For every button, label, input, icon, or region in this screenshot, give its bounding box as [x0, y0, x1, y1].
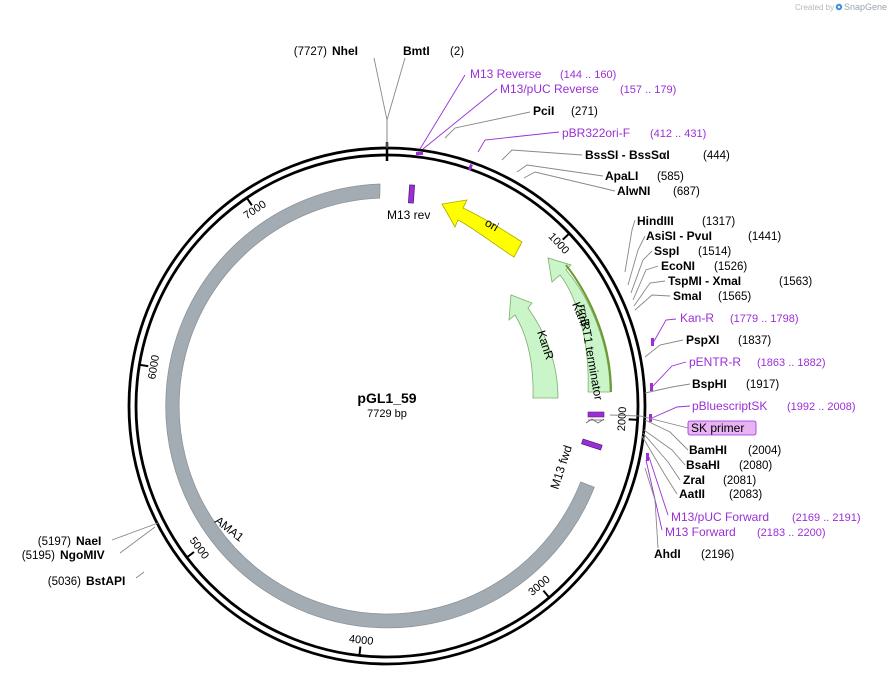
primer-labels: M13 Reverse (144 .. 160) M13/pUC Reverse…: [470, 67, 861, 539]
tick-label-5000: 5000: [187, 535, 211, 562]
site-aatii-coord: (2083): [729, 489, 762, 501]
snapgene-brand-text: SnapGene: [844, 2, 887, 12]
kanr-green-edge-line: [565, 264, 612, 393]
primer-m13-puc-forward-coord: (2169 .. 2191): [792, 512, 861, 524]
primer-m13-puc-reverse[interactable]: M13/pUC Reverse: [500, 82, 599, 96]
restriction-sites-left: (7727) NheI (5197) NaeI (5195) NgoMIV (5…: [22, 44, 358, 588]
site-aatii[interactable]: AatII: [679, 487, 705, 501]
tick-mark-3000: [542, 590, 550, 599]
site-bsphi-coord: (1917): [746, 379, 779, 391]
tick-mark-1000: [562, 232, 570, 241]
site-bsahi-coord: (2080): [739, 460, 772, 472]
site-pspxi[interactable]: PspXI: [686, 333, 719, 347]
site-naei[interactable]: NaeI: [76, 534, 101, 548]
site-zrai[interactable]: ZraI: [683, 473, 705, 487]
primer-pbr322ori-f-coord: (412 .. 431): [650, 128, 706, 140]
site-bamhi-coord: (2004): [748, 445, 781, 457]
site-tspmi[interactable]: TspMI - XmaI: [668, 274, 741, 288]
primer-kan-r[interactable]: Kan-R: [680, 311, 714, 325]
m13-rev-label: M13 rev: [387, 208, 430, 222]
site-pspxi-coord: (1837): [738, 335, 771, 347]
primer-marks: [416, 152, 654, 461]
leader-lines: [111, 57, 691, 579]
site-asisi[interactable]: AsiSI - PvuI: [646, 229, 712, 243]
tick-label-6000: 6000: [146, 354, 162, 380]
site-asisi-coord: (1441): [748, 231, 781, 243]
site-naei-coord: (5197): [38, 536, 71, 548]
site-ahdi[interactable]: AhdI: [654, 547, 681, 561]
site-smai[interactable]: SmaI: [673, 289, 702, 303]
primer-m13-puc-reverse-coord: (157 .. 179): [620, 84, 676, 96]
site-bstapi-coord: (5036): [48, 576, 81, 588]
primer-pentr-r-coord: (1863 .. 1882): [757, 357, 826, 369]
snapgene-logo-icon: [835, 3, 843, 11]
backbone-inner-circle: [134, 153, 640, 659]
site-sspi[interactable]: SspI: [654, 244, 679, 258]
m13-fwd-label: M13 fwd: [548, 443, 575, 490]
sk-primer-highlight[interactable]: SK primer: [687, 420, 757, 436]
primer-m13-reverse[interactable]: M13 Reverse: [470, 67, 542, 81]
tick-label-3000: 3000: [526, 574, 552, 599]
site-pcii[interactable]: PciI: [533, 104, 554, 118]
site-zrai-coord: (2081): [723, 475, 756, 487]
site-bsahi[interactable]: BsaHI: [686, 458, 720, 472]
site-apali-coord: (585): [657, 171, 684, 183]
site-hindiii-coord: (1317): [702, 216, 735, 228]
plasmid-size: 7729 bp: [367, 408, 407, 420]
tick-mark-5000: [186, 551, 195, 559]
primer-m13-reverse-coord: (144 .. 160): [560, 69, 616, 81]
site-bmti-coord: (2): [450, 46, 464, 58]
site-nhei-coord: (7727): [294, 46, 327, 58]
sk-primer-label: SK primer: [691, 421, 744, 435]
tick-mark-7000: [245, 197, 253, 206]
backbone-outer-circle: [127, 146, 647, 666]
site-alwni[interactable]: AlwNI: [617, 184, 650, 198]
site-tspmi-coord: (1563): [779, 276, 812, 288]
tick-mark-4000: [358, 646, 362, 656]
tick-label-2000: 2000: [616, 406, 629, 431]
site-econi-coord: (1526): [714, 261, 747, 273]
restriction-sites-right: BmtI (2) PciI (271) BssSI - BssSαI (444)…: [403, 44, 812, 561]
ori-feature-arrow[interactable]: [441, 199, 523, 258]
site-bmti[interactable]: BmtI: [403, 44, 430, 58]
site-alwni-coord: (687): [673, 186, 700, 198]
site-nhei[interactable]: NheI: [332, 44, 358, 58]
kanr-inner-feature-arrow[interactable]: [508, 294, 559, 399]
site-bamhi[interactable]: BamHI: [689, 443, 727, 457]
site-ngomiv-coord: (5195): [22, 550, 55, 562]
site-econi[interactable]: EcoNI: [661, 259, 695, 273]
site-hindiii[interactable]: HindIII: [637, 214, 674, 228]
primer-pbr322ori-f[interactable]: pBR322ori-F: [562, 126, 630, 140]
site-ngomiv[interactable]: NgoMIV: [60, 548, 105, 562]
kanr-outer-feature-arrow[interactable]: [547, 257, 611, 393]
m13-fwd-feature[interactable]: [581, 438, 603, 451]
primer-m13-forward[interactable]: M13 Forward: [665, 525, 736, 539]
site-smai-coord: (1565): [718, 291, 751, 303]
terminator-glyph: [585, 411, 605, 424]
tick-label-4000: 4000: [348, 633, 374, 648]
tick-label-7000: 7000: [242, 198, 269, 222]
site-pcii-coord: (271): [571, 106, 598, 118]
primer-pbluescriptsk-coord: (1992 .. 2008): [787, 401, 856, 413]
site-bsssi-coord: (444): [703, 150, 730, 162]
site-bsphi[interactable]: BspHI: [692, 377, 727, 391]
ama1-feature-arrow[interactable]: [165, 183, 595, 629]
m13-rev-feature[interactable]: [408, 184, 415, 204]
site-bsssi[interactable]: BssSI - BssSαI: [585, 148, 670, 162]
primer-kan-r-coord: (1779 .. 1798): [730, 313, 799, 325]
site-bstapi[interactable]: BstAPI: [86, 574, 125, 588]
primer-pentr-r[interactable]: pENTR-R: [689, 355, 741, 369]
site-ahdi-coord: (2196): [701, 549, 734, 561]
site-sspi-coord: (1514): [698, 246, 731, 258]
primer-m13-forward-coord: (2183 .. 2200): [757, 527, 826, 539]
ori-label: ori: [483, 215, 502, 234]
site-apali[interactable]: ApaLI: [605, 169, 638, 183]
tick-mark-6000: [139, 363, 149, 368]
primer-m13-puc-forward[interactable]: M13/pUC Forward: [671, 510, 769, 524]
plasmid-name: pGL1_59: [357, 390, 416, 406]
primer-pbluescriptsk[interactable]: pBluescriptSK: [692, 399, 767, 413]
created-by-text: Created by: [795, 3, 834, 12]
